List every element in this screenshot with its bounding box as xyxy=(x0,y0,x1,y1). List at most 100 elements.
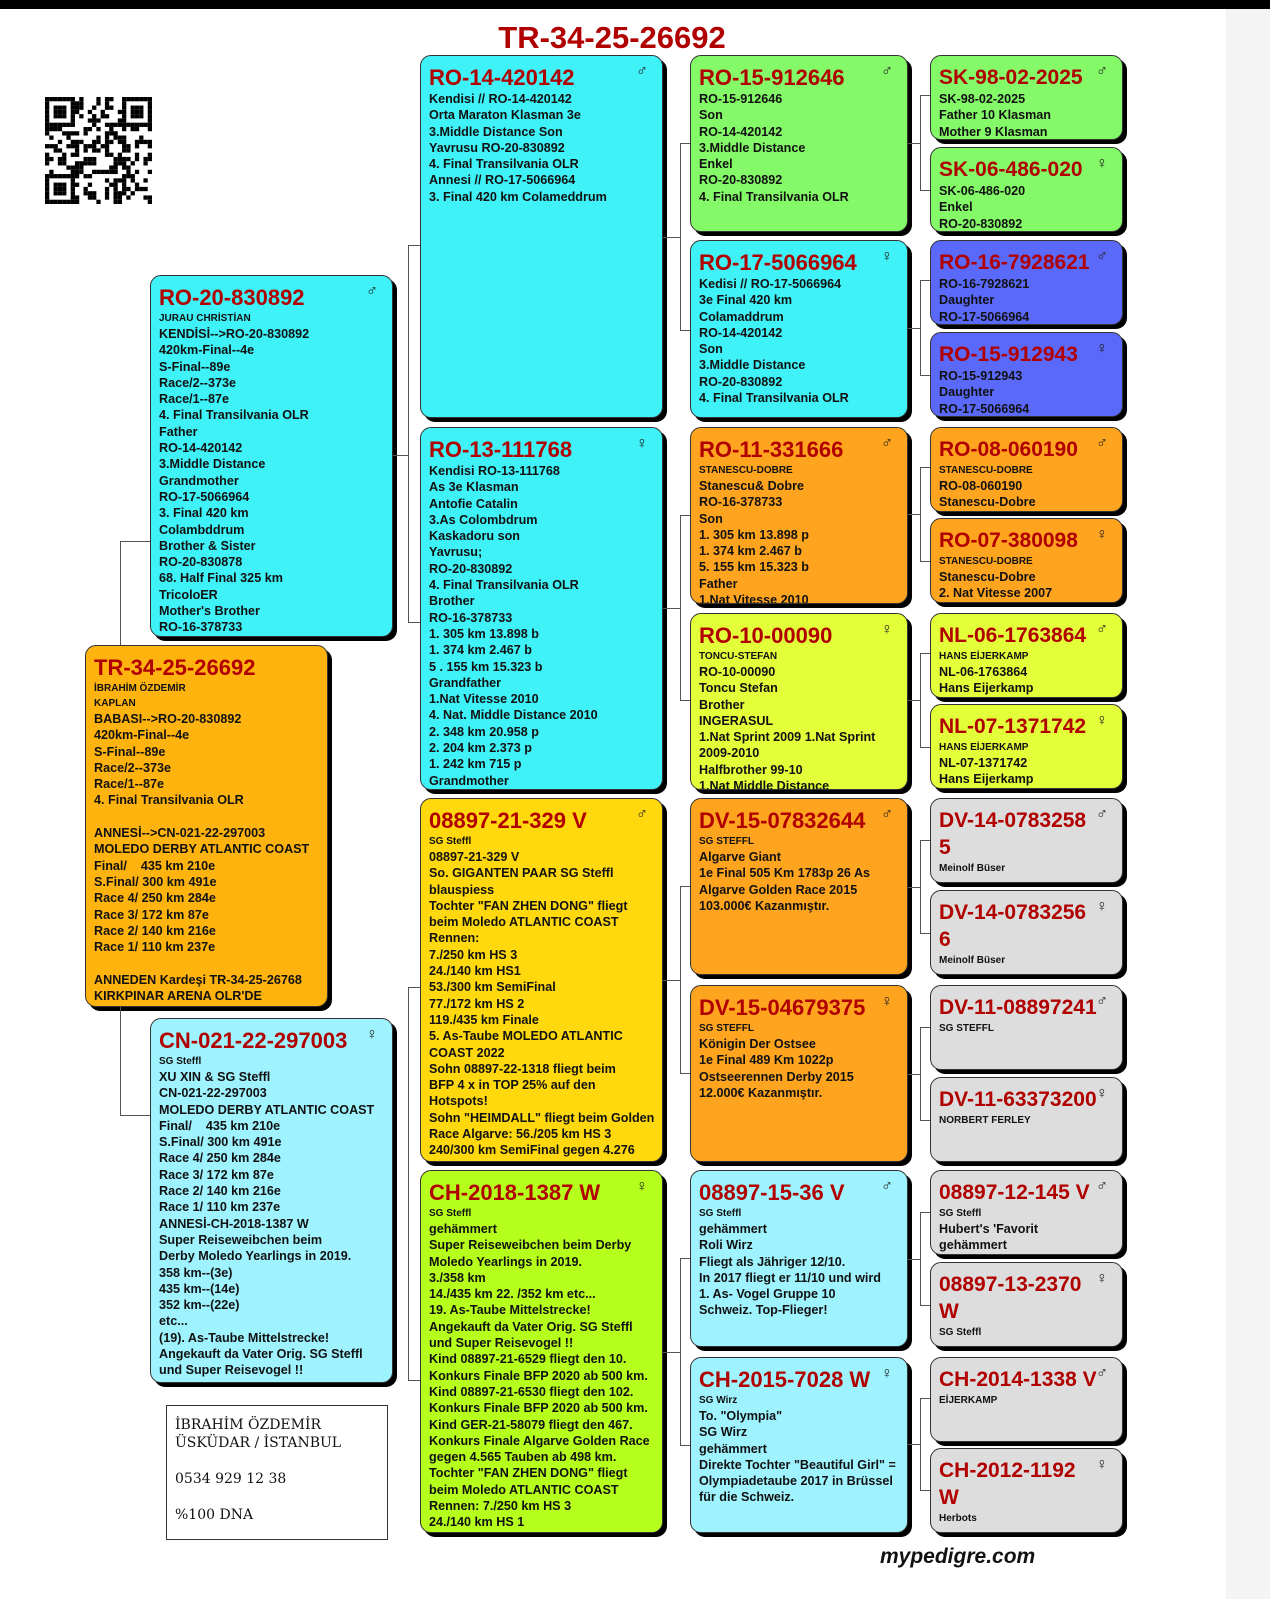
connector-line xyxy=(680,1258,690,1259)
card-line: Yavrusu RO-20-830892 xyxy=(429,140,565,155)
pedigree-card[interactable]: DV-11-08897241♂SG STEFFL xyxy=(930,985,1123,1070)
ring-number: RO-15-912943 xyxy=(939,343,1078,366)
card-line: Brother xyxy=(699,697,745,712)
card-line: MOLEDO DERBY ATLANTIC COAST xyxy=(159,1102,375,1117)
card-line: Algarve Golden Race 2015 xyxy=(699,882,858,897)
card-line: 14./435 km 22. /352 km etc... xyxy=(429,1287,596,1302)
card-line: Halfbrother 99-10 xyxy=(699,762,803,777)
card-line: Hans Eijerkamp xyxy=(939,772,1034,787)
card-line: Angekauft da Vater Orig. SG Steffl xyxy=(429,1319,633,1334)
connector-line xyxy=(920,95,930,96)
connector-line xyxy=(663,236,680,238)
pedigree-card[interactable]: 08897-13-2370 W♀SG Steffl xyxy=(930,1262,1123,1347)
card-line: 3. Final 420 km Colameddrum xyxy=(429,189,607,204)
pedigree-card[interactable]: DV-11-63373200♀NORBERT FERLEY xyxy=(930,1077,1123,1162)
card-line: 3. Final 420 km xyxy=(159,506,249,521)
connector-line xyxy=(920,375,930,376)
card-line: RO-14-420142 xyxy=(699,325,783,340)
card-line: Konkurs Finale BFP 2020 ab 500 km. xyxy=(429,1368,648,1383)
card-line: gegen 4.565 Tauben ab 498 km. xyxy=(429,1450,617,1465)
card-line: RO-15-912943 xyxy=(939,369,1023,383)
pedigree-card[interactable]: CH-2012-1192 W♀Herbots xyxy=(930,1448,1123,1533)
connector-line xyxy=(120,1115,150,1116)
connector-line xyxy=(680,1445,690,1446)
card-line: Sohn 08897-22-1318 fliegt beim xyxy=(429,1061,616,1076)
card-line: Fliegt als Jähriger 12/10. xyxy=(699,1254,846,1269)
card-line: Race/1--87e xyxy=(159,392,230,407)
card-line: RO-20-830892 xyxy=(699,374,783,389)
pedigree-card[interactable]: DV-14-07832585♂Meinolf Büser xyxy=(930,798,1123,883)
card-line: RO-20-830892 xyxy=(699,173,783,188)
card-line: 3.Middle Distance xyxy=(699,140,806,155)
card-line: Race 2/ 140 km 216e xyxy=(159,1184,281,1199)
card-line: Grandmother xyxy=(429,773,509,788)
card-line: 4. Final Transilvania OLR xyxy=(429,157,579,172)
dna-note: %100 DNA xyxy=(175,1507,254,1523)
card-line: RO-16-7928621 xyxy=(939,277,1030,291)
card-line: NL-06-1763864 xyxy=(939,665,1028,679)
connector-line xyxy=(920,933,930,934)
connector-line xyxy=(408,245,409,622)
pedigree-card[interactable]: CH-2014-1338 V♂EİJERKAMP xyxy=(930,1357,1123,1442)
card-line: Race 3/ 172 km 87e xyxy=(159,1167,274,1182)
card-line: Tochter "FAN ZHEN DONG" fliegt xyxy=(429,1466,628,1481)
card-line: Super Reiseweibchen beim Derby xyxy=(429,1238,632,1253)
breeder-name: SG Steffl xyxy=(159,1056,202,1067)
connector-line xyxy=(120,541,150,542)
card-line: 12.000€ Kazanmıştır. xyxy=(699,1085,823,1100)
card-line: Yavrusu; xyxy=(429,545,483,560)
card-line: Father xyxy=(699,576,738,591)
card-line: SG Wirz xyxy=(699,1425,748,1440)
card-line: RO-17-5066964 xyxy=(939,309,1030,324)
female-icon: ♀ xyxy=(881,993,893,1010)
card-line: ANNESİ-CH-2018-1387 W xyxy=(159,1216,309,1231)
card-line: Sohn "HEIMDALL" fliegt beim Golden xyxy=(429,1110,655,1125)
card-line: So. GIGANTEN PAAR SG Steffl xyxy=(429,866,614,881)
card-line: 1. 242 km 715 p xyxy=(429,757,522,772)
connector-line xyxy=(920,653,930,654)
pedigree-card[interactable]: DV-14-07832566♀Meinolf Büser xyxy=(930,890,1123,975)
connector-line xyxy=(920,1490,930,1491)
card-line: Hans Eijerkamp xyxy=(939,681,1034,696)
breeder-name: SG Steffl xyxy=(699,1208,742,1219)
card-line: XU XIN & SG Steffl xyxy=(159,1070,271,1084)
card-line: 2. 204 km 2.373 p xyxy=(429,741,532,756)
connector-line xyxy=(920,840,921,933)
card-line: 1e Final 489 Km 1022p xyxy=(699,1053,834,1068)
card-line: 1.Nat Sprint 2009 1.Nat Sprint xyxy=(699,730,876,745)
card-line: 1.Nat Vitesse 2010 xyxy=(429,692,539,707)
card-line: Race/2--373e xyxy=(94,760,172,775)
card-line: 19. As-Taube Mittelstrecke! xyxy=(429,1303,591,1318)
card-line: Kind 08897-21-6529 fliegt den 10. xyxy=(429,1352,627,1367)
card-line: Race 4/ 250 km 284e xyxy=(94,891,216,906)
breeder-name: KAPLAN xyxy=(94,698,136,709)
card-line: 420km-Final--4e xyxy=(159,343,255,358)
male-icon: ♂ xyxy=(881,1178,893,1195)
breeder-name: NORBERT FERLEY xyxy=(939,1115,1031,1126)
card-line: RO-17-5066964 xyxy=(159,489,250,504)
